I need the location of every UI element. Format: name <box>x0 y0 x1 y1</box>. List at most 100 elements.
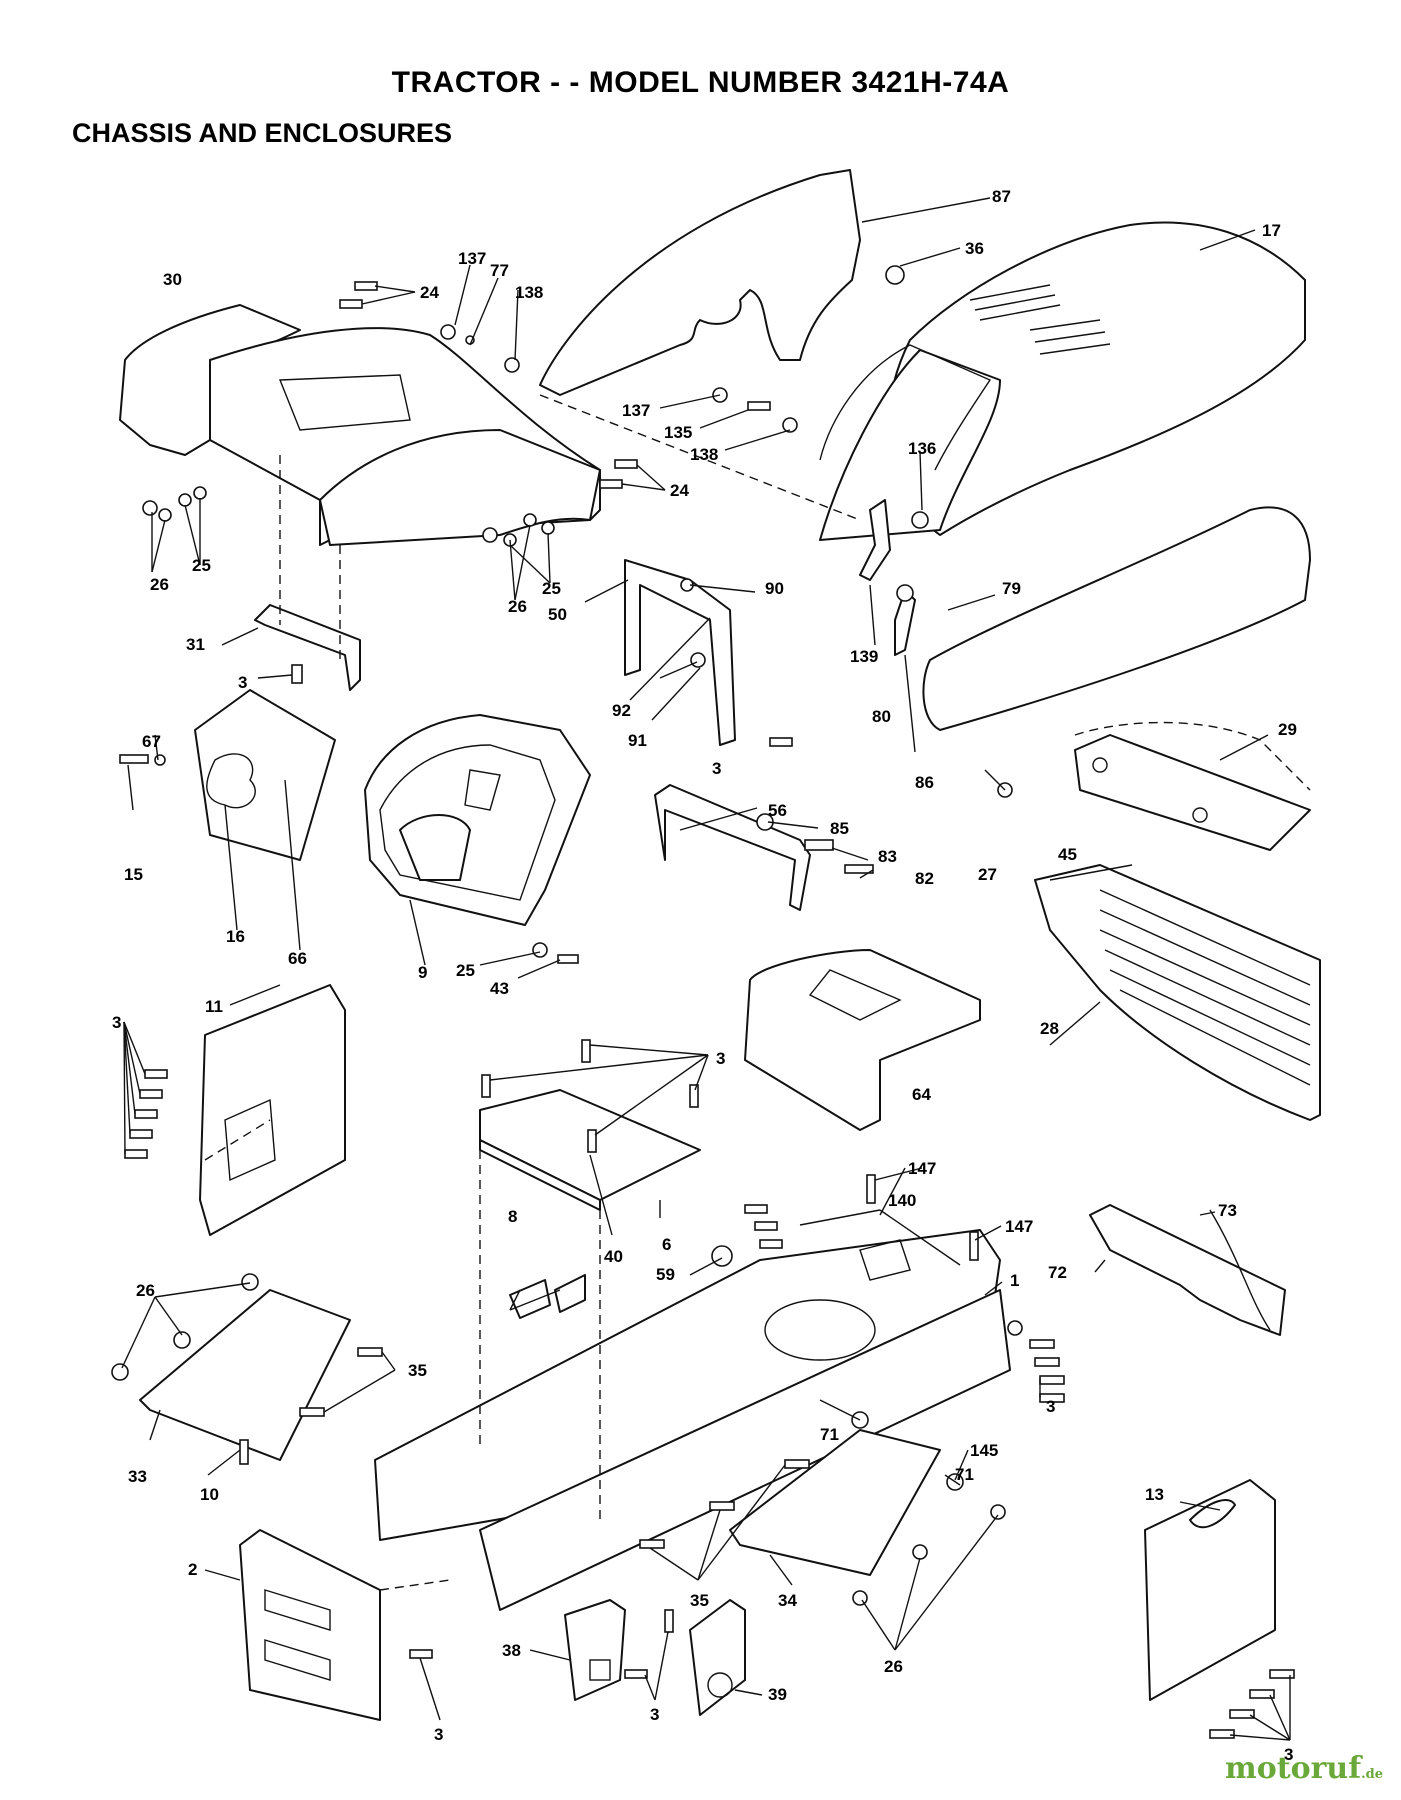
callout-138: 138 <box>515 283 543 302</box>
callout-6: 6 <box>662 1235 671 1254</box>
callout-34: 34 <box>778 1591 797 1610</box>
callout-3: 3 <box>434 1725 443 1744</box>
callout-45: 45 <box>1058 845 1077 864</box>
part-66-dash-cover <box>194 689 336 861</box>
callout-28: 28 <box>1040 1019 1059 1038</box>
callout-35: 35 <box>408 1361 427 1380</box>
callout-24: 24 <box>670 481 689 500</box>
part-50-bracket <box>624 559 736 746</box>
part-73-cable <box>1209 1209 1271 1331</box>
part-30-fender <box>119 304 601 546</box>
part-9-dash-panel <box>364 714 591 926</box>
callout-64: 64 <box>912 1085 931 1104</box>
part-39-bracket <box>689 1599 746 1716</box>
part-11-side-plate <box>199 984 346 1236</box>
section-title: CHASSIS AND ENCLOSURES <box>72 118 453 148</box>
callout-147: 147 <box>1005 1217 1033 1236</box>
callout-135: 135 <box>664 423 692 442</box>
callout-79: 79 <box>1002 579 1021 598</box>
callout-8: 8 <box>508 1207 517 1226</box>
callout-139: 139 <box>850 647 878 666</box>
part-31-bracket <box>254 604 361 691</box>
callout-140: 140 <box>888 1191 916 1210</box>
watermark-tld: .de <box>1361 1767 1383 1782</box>
callout-2: 2 <box>188 1560 197 1579</box>
callout-40: 40 <box>604 1247 623 1266</box>
callout-25: 25 <box>542 579 561 598</box>
callout-72: 72 <box>1048 1263 1067 1282</box>
callout-56: 56 <box>768 801 787 820</box>
callout-91: 91 <box>628 731 647 750</box>
callout-82: 82 <box>915 869 934 888</box>
callout-27: 27 <box>978 865 997 884</box>
part-34-footrest <box>729 1429 941 1576</box>
callout-87: 87 <box>992 187 1011 206</box>
callout-3: 3 <box>238 673 247 692</box>
callout-43: 43 <box>490 979 509 998</box>
callout-83: 83 <box>878 847 897 866</box>
callout-3: 3 <box>712 759 721 778</box>
callout-71: 71 <box>955 1465 974 1484</box>
callout-13: 13 <box>1145 1485 1164 1504</box>
watermark-logo: motoruf.de <box>1225 1751 1383 1786</box>
callout-3: 3 <box>650 1705 659 1724</box>
callout-3: 3 <box>112 1013 121 1032</box>
part-45-grille-bar <box>1074 734 1311 851</box>
callout-137: 137 <box>458 249 486 268</box>
callout-30: 30 <box>163 270 182 289</box>
callout-26: 26 <box>884 1657 903 1676</box>
part-64-bracket <box>744 949 981 1131</box>
part-17-hood <box>819 221 1306 541</box>
assembly-lines <box>204 394 861 1591</box>
callout-77: 77 <box>490 261 509 280</box>
callout-3: 3 <box>716 1049 725 1068</box>
callout-136: 136 <box>908 439 936 458</box>
callout-11: 11 <box>205 997 223 1016</box>
callout-26: 26 <box>150 575 169 594</box>
part-72-bracket <box>1089 1204 1286 1336</box>
callout-31: 31 <box>186 635 205 654</box>
callout-67: 67 <box>142 732 161 751</box>
callout-labels: 87 36 17 137 77 138 30 24 137 135 138 13… <box>112 187 1297 1764</box>
callout-9: 9 <box>418 963 427 982</box>
callout-39: 39 <box>768 1685 787 1704</box>
part-2-plate <box>239 1529 381 1721</box>
callout-3: 3 <box>1284 1745 1293 1764</box>
callout-86: 86 <box>915 773 934 792</box>
callout-25: 25 <box>456 961 475 980</box>
part-56-bracket <box>654 784 811 911</box>
part-28-grille <box>1034 864 1321 1121</box>
callout-50: 50 <box>548 605 567 624</box>
callout-137: 137 <box>622 401 650 420</box>
callout-16: 16 <box>226 927 245 946</box>
part-87-hood-side-panel <box>539 169 861 396</box>
callout-85: 85 <box>830 819 849 838</box>
callout-36: 36 <box>965 239 984 258</box>
part-8-clip <box>509 1274 586 1319</box>
callout-1: 1 <box>1010 1271 1019 1290</box>
callout-138: 138 <box>690 445 718 464</box>
callout-29: 29 <box>1278 720 1297 739</box>
callout-92: 92 <box>612 701 631 720</box>
callout-26: 26 <box>508 597 527 616</box>
callout-90: 90 <box>765 579 784 598</box>
part-139-bracket <box>859 499 891 581</box>
part-13-side-plate <box>1144 1479 1276 1701</box>
callout-24: 24 <box>420 283 439 302</box>
callout-38: 38 <box>502 1641 521 1660</box>
part-38-bracket <box>564 1599 626 1701</box>
part-86-hood-lower-panel <box>922 506 1311 731</box>
part-33-footrest <box>139 1289 351 1461</box>
callout-73: 73 <box>1218 1201 1237 1220</box>
part-29-grille-top <box>1074 721 1311 791</box>
callout-3: 3 <box>1046 1397 1055 1416</box>
callout-147: 147 <box>908 1159 936 1178</box>
callout-80: 80 <box>872 707 891 726</box>
callout-35: 35 <box>690 1591 709 1610</box>
callout-17: 17 <box>1262 221 1281 240</box>
callout-26: 26 <box>136 1281 155 1300</box>
callout-15: 15 <box>124 865 143 884</box>
part-1-frame <box>374 1229 1011 1611</box>
callout-33: 33 <box>128 1467 147 1486</box>
